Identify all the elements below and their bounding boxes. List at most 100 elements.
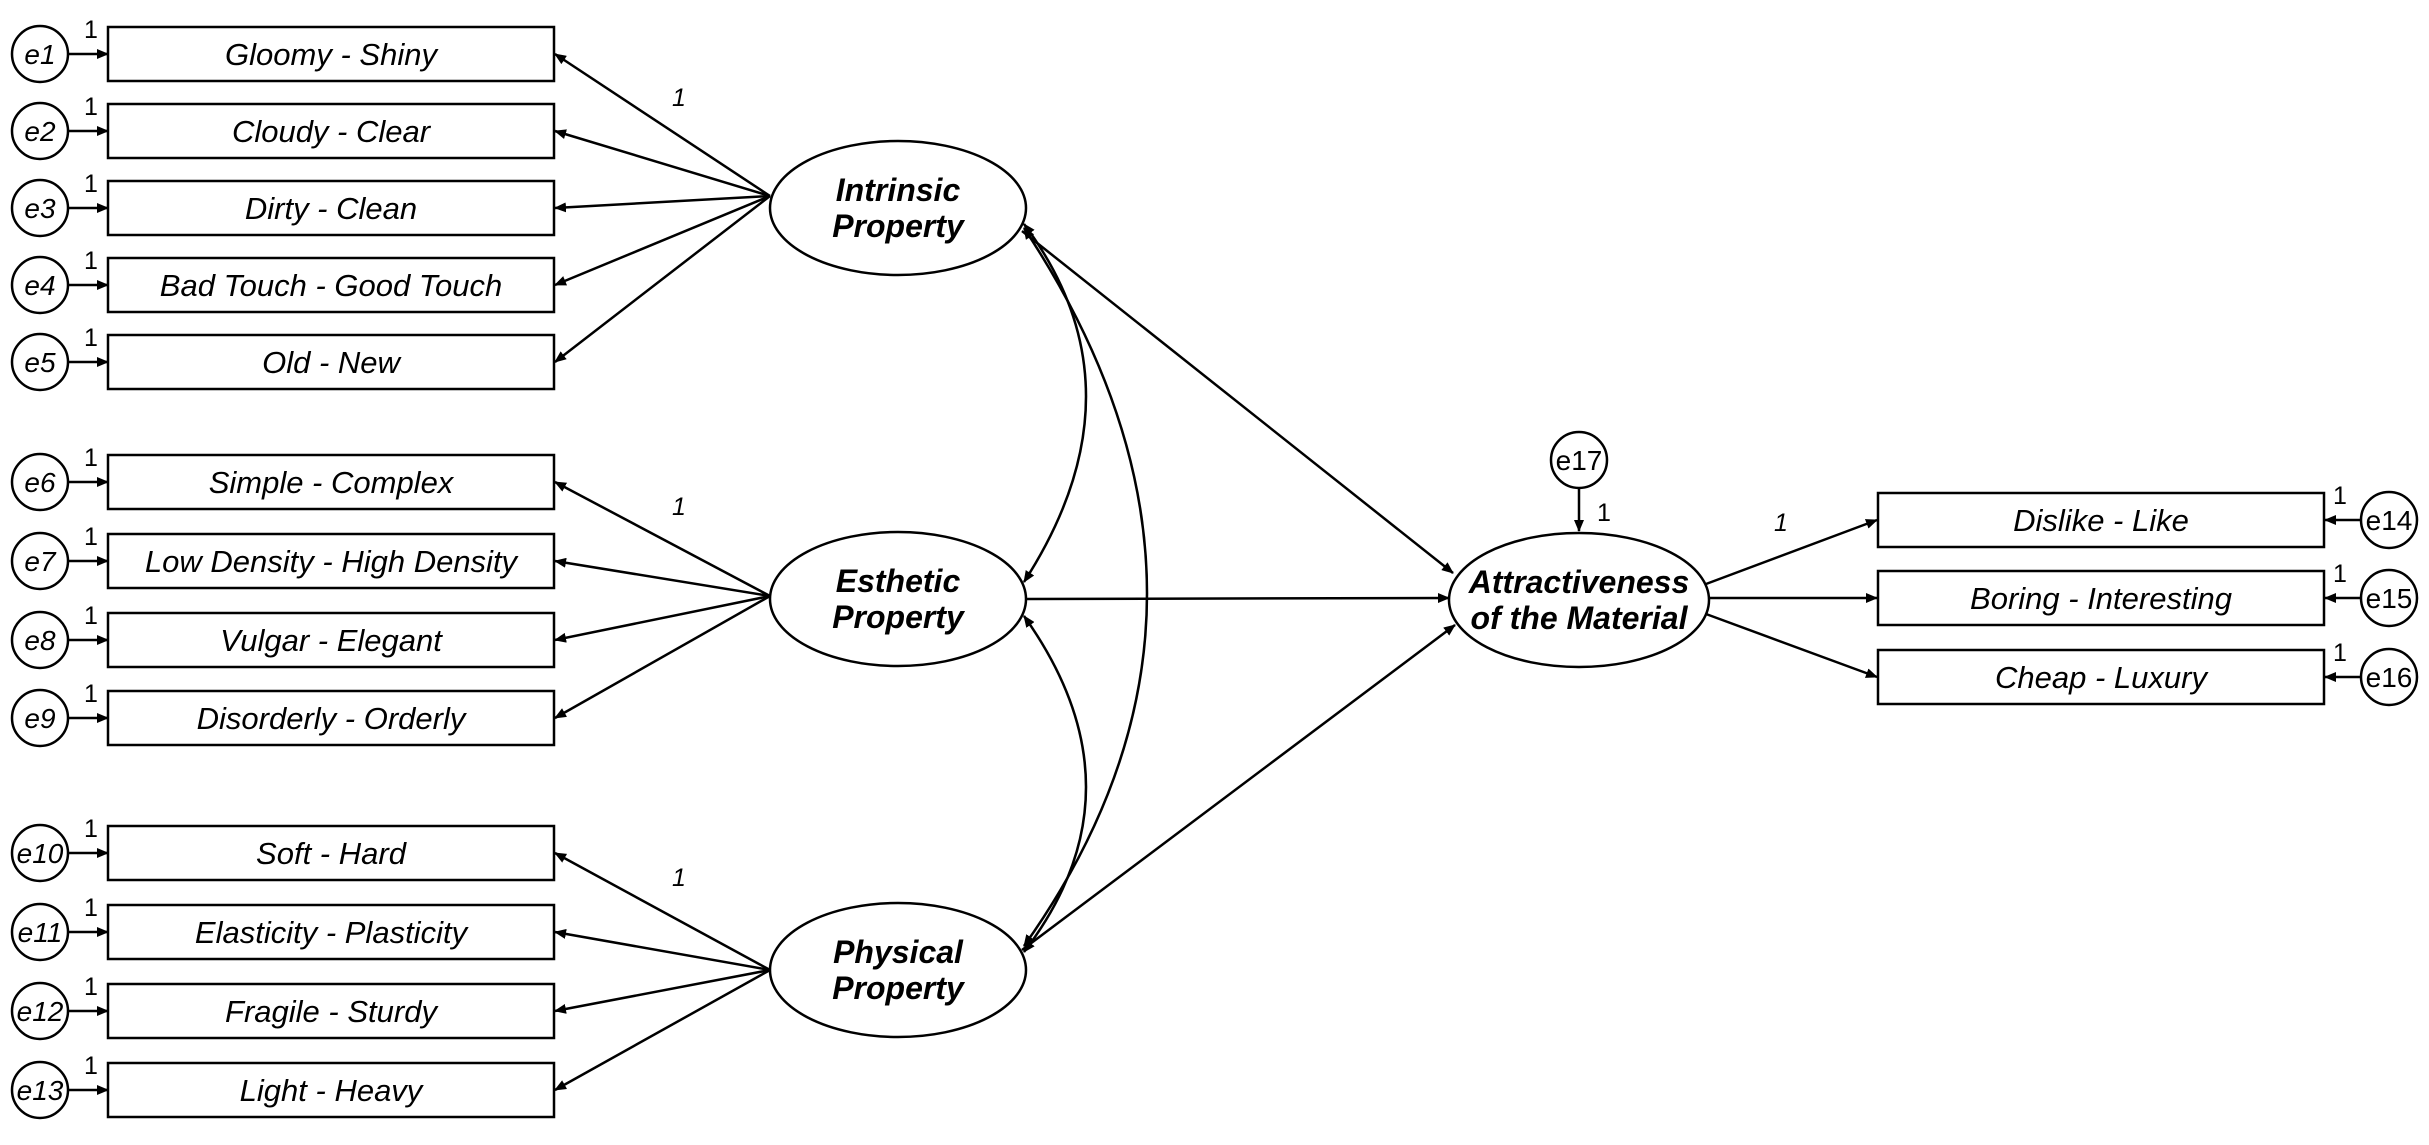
loading-arrow [554,594,771,720]
indicator-label: Cloudy - Clear [232,114,432,149]
factor-attractiveness-line2: of the Material [1471,600,1689,636]
error-label: e7 [24,546,57,577]
factor-intrinsic: Intrinsic Property [768,139,1028,277]
error-weight: 1 [84,324,98,352]
disturbance-weight: 1 [1597,499,1611,527]
error-weight: 1 [84,523,98,551]
indicator-box [106,179,556,237]
error-weight: 1 [84,16,98,44]
factor-attractiveness-line1: Attractiveness [1468,564,1690,600]
covariance-paths [1022,223,1149,953]
factor-physical-line1: Physical [833,934,964,970]
outcome-error-weight: 1 [2333,482,2347,510]
indicator-label: Soft - Hard [256,836,408,871]
outcome-label: Cheap - Luxury [1995,660,2209,695]
error-weight: 1 [84,894,98,922]
error-weight: 1 [84,247,98,275]
loading-arrow [554,52,771,198]
error-label: e8 [24,625,56,656]
outcome-error-weight: 1 [2333,560,2347,588]
outcome-error-circle [2359,647,2419,707]
error-label: e1 [24,39,55,70]
loading-arrow [554,594,771,643]
factor-esthetic: Esthetic Property [768,530,1028,668]
outcome-error-label: e14 [2366,505,2413,536]
loading-arrow [554,194,771,287]
outcome-error-label: e16 [2366,662,2413,693]
path-physical-to-attractiveness [1021,624,1456,951]
outcome-loading-arrow [1705,612,1878,679]
loading-arrow [554,194,771,213]
indicator-box [106,102,556,160]
indicator-box [106,256,556,314]
indicator-label: Vulgar - Elegant [220,623,443,658]
indicator-label: Elasticity - Plasticity [195,915,470,950]
error-label: e10 [17,838,64,869]
loading-weight-attractiveness: 1 [1774,509,1788,537]
error-weight: 1 [84,602,98,630]
loading-arrow [554,129,771,198]
error-weight: 1 [84,1052,98,1080]
error-weight: 1 [84,170,98,198]
path-intrinsic-to-attractiveness [1021,230,1454,574]
structural-paths [1021,230,1456,951]
loading-weight-intrinsic: 1 [672,84,686,112]
indicator-label: Disorderly - Orderly [197,701,468,736]
error-weight: 1 [84,973,98,1001]
error-weight: 1 [84,815,98,843]
loading-arrow [554,928,771,972]
indicator-box [106,453,556,511]
loading-weight-physical: 1 [672,864,686,892]
outcome-error-circle [2359,568,2419,628]
error-label: e13 [17,1075,64,1106]
error-label: e9 [24,703,55,734]
indicator-label: Low Density - High Density [145,544,520,579]
outcome-loading-arrow [1705,518,1878,586]
outcome-box [1876,491,2326,549]
error-label: e12 [17,996,64,1027]
indicator-box [106,1061,556,1119]
indicator-box [106,532,556,590]
factor-intrinsic-line2: Property [832,208,966,244]
indicator-box [106,903,556,961]
error-label: e6 [24,467,56,498]
factor-esthetic-line1: Esthetic [836,563,961,599]
factor-physical-line2: Property [832,970,966,1006]
outcome-box [1876,569,2326,627]
loading-arrow [554,851,771,972]
loading-arrow [554,195,771,363]
loading-weight-esthetic: 1 [672,493,686,521]
factor-intrinsic-line1: Intrinsic [836,172,961,208]
path-esthetic-to-attractiveness [1025,593,1450,604]
disturbance-label: e17 [1556,445,1603,476]
indicator-box [106,982,556,1040]
factor-physical: Physical Property [768,901,1028,1039]
indicator-box [106,824,556,882]
indicator-label: Bad Touch - Good Touch [160,268,502,303]
loading-arrow [554,968,771,1014]
factor-attractiveness: Attractiveness of the Material [1447,531,1711,669]
loading-arrow [554,557,771,598]
loading-arrow [554,480,771,598]
indicator-box [106,611,556,669]
error-label: e11 [18,917,63,948]
factor-esthetic-line2: Property [832,599,966,635]
covariance-intrinsic-esthetic [1022,223,1088,583]
indicator-box [106,25,556,83]
indicator-6: e6 1 Simple - Complex [10,444,771,598]
outcome-error-weight: 1 [2333,639,2347,667]
covariance-esthetic-physical [1022,615,1088,953]
covariance-intrinsic-physical [1022,227,1149,947]
indicator-label: Simple - Complex [209,465,455,500]
